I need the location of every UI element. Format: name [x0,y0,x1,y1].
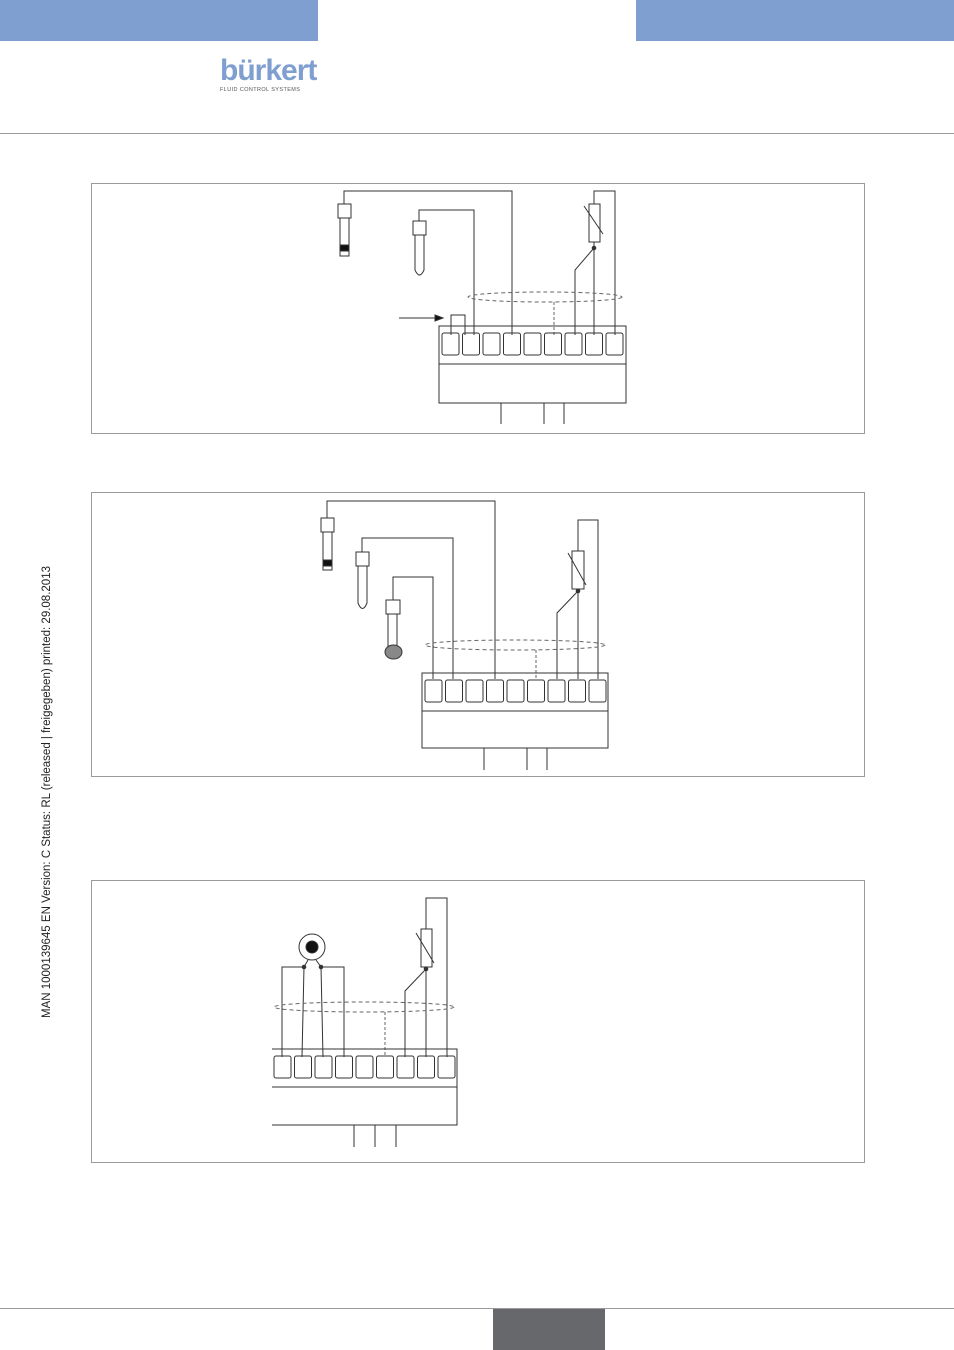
rod-electrode-icon [321,518,334,570]
wiring-diagram-3 [91,880,865,1163]
wiring-diagram-1 [91,183,865,434]
coaxial-connector-icon [299,934,325,969]
thermistor-icon [584,204,603,242]
document-status-note: MAN 1000139645 EN Version: C Status: RL … [41,498,53,1018]
footer-divider [0,1308,954,1309]
header-divider [0,133,954,134]
glass-electrode-icon [413,221,426,275]
burkert-logo: bürkert FLUID CONTROL SYSTEMS [220,58,320,93]
wiring-diagram-3-svg [92,881,864,1162]
wiring-diagram-1-svg [92,184,864,433]
header-band-left [0,0,318,41]
ball-electrode-icon [385,600,402,659]
header-band-right [636,0,954,41]
wiring-diagram-2 [91,492,865,777]
thermistor-icon [568,551,586,589]
logo-wordmark: bürkert [220,58,320,84]
rod-electrode-icon [338,204,351,256]
page-number-tab [493,1309,605,1350]
thermistor-icon [416,929,434,967]
wiring-diagram-2-svg [92,493,864,776]
glass-electrode-icon [356,552,369,609]
logo-tagline: FLUID CONTROL SYSTEMS [220,87,320,93]
